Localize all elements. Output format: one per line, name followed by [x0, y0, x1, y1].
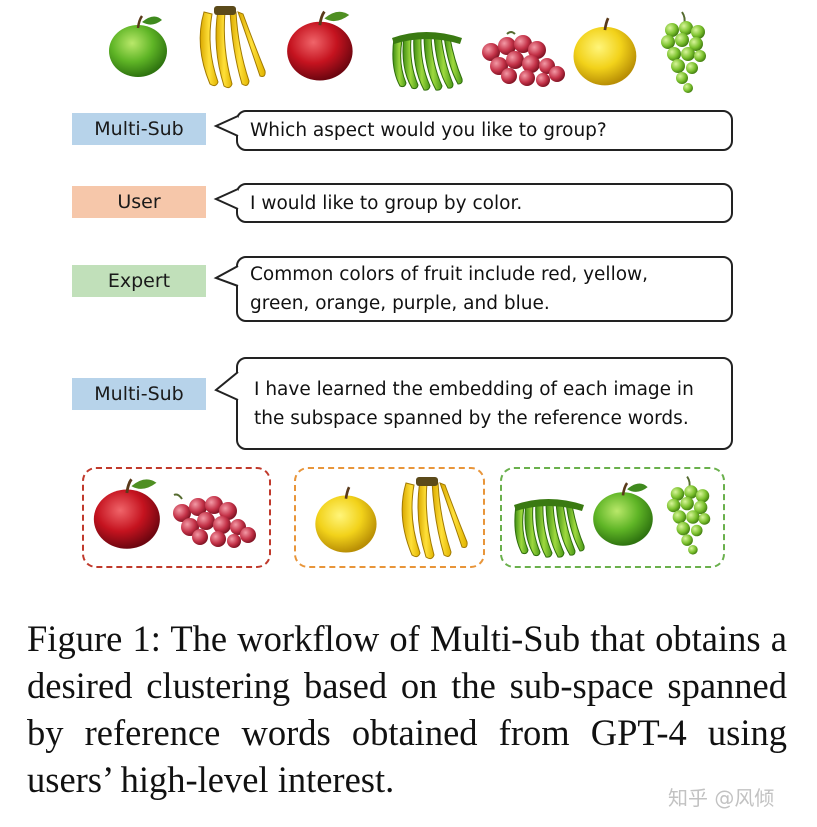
figure-caption: Figure 1: The workflow of Multi-Sub that… [27, 618, 787, 800]
yellow-apple-icon [572, 16, 638, 87]
speech-tail [213, 115, 240, 137]
answer-text: I would like to group by color. [250, 192, 523, 214]
question-bubble: Which aspect would you like to group? [236, 110, 733, 151]
top-fruit-row [0, 0, 817, 110]
red-grapes-icon [482, 31, 565, 87]
banana-bunch-icon [401, 477, 468, 560]
result-text-line-2: the subspace spanned by the reference wo… [254, 407, 689, 429]
role-label-multi-sub: Multi-Sub [72, 378, 206, 410]
green-banana-bunch-icon [391, 31, 463, 91]
cluster-red [82, 467, 271, 568]
expert-text-line-1: Common colors of fruit include red, yell… [250, 264, 649, 285]
watermark: 知乎 @风倾 [668, 786, 775, 810]
result-text-line-1: I have learned the embedding of each ima… [254, 378, 694, 400]
question-text: Which aspect would you like to group? [250, 120, 607, 141]
speech-tail [214, 371, 240, 401]
expert-bubble: Common colors of fruit include red, yell… [236, 256, 733, 322]
answer-bubble: I would like to group by color. [236, 183, 733, 223]
red-grapes-icon [173, 493, 256, 548]
cluster-green [500, 467, 725, 568]
role-label-user: User [72, 186, 206, 218]
green-grapes-icon [666, 476, 711, 555]
yellow-apple-icon [314, 485, 378, 554]
role-label-multi-sub: Multi-Sub [72, 113, 206, 145]
green-apple-icon [592, 481, 655, 548]
red-apple-icon [92, 477, 162, 551]
red-apple-icon [286, 10, 355, 82]
speech-tail [213, 188, 240, 210]
role-label-expert: Expert [72, 265, 206, 297]
expert-text-line-2: green, orange, purple, and blue. [250, 293, 550, 314]
green-banana-bunch-icon [513, 498, 585, 558]
green-grapes-icon [661, 11, 706, 93]
speech-tail [213, 265, 240, 287]
cluster-yellow [294, 467, 485, 568]
result-bubble: I have learned the embedding of each ima… [236, 357, 733, 450]
banana-bunch-icon [199, 6, 266, 89]
green-apple-icon [108, 14, 169, 79]
